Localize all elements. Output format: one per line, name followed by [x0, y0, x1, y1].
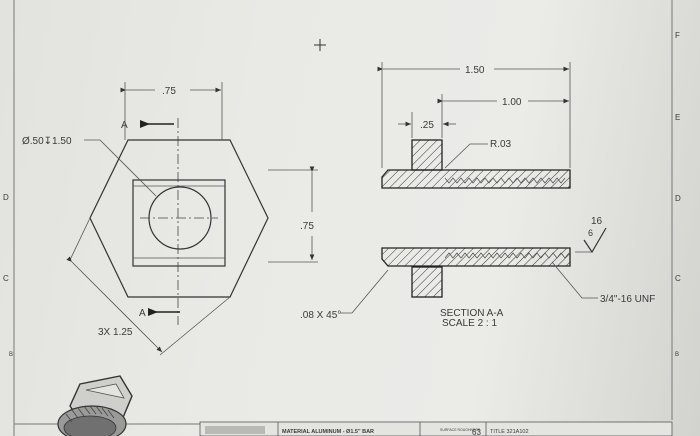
hexagon-outline: [89, 139, 269, 298]
zone-letter-right-b: B: [675, 352, 679, 358]
zone-letter-left-d: D: [3, 193, 9, 202]
height-dimension: .75: [300, 221, 314, 232]
length-total-dimension: 1.50: [465, 65, 485, 76]
title-block-material: MATERIAL ALUMINUM - Ø1.5" BAR: [282, 429, 374, 435]
radius-callout: R.03: [490, 139, 512, 150]
title-block-surface-label: SURFACE ROUGHNESS: [440, 428, 481, 432]
isometric-view: [57, 375, 133, 436]
section-view: 1.50 1.00 .25 R.03 16 6 3/4"-16 UNF SECT…: [377, 62, 655, 329]
surface-finish-symbol: 16 6: [575, 216, 607, 254]
thread-callout: 3/4"-16 UNF: [600, 294, 655, 305]
title-block: MATERIAL ALUMINUM - Ø1.5" BAR SURFACE RO…: [199, 421, 673, 436]
front-view: A A .75 Ø.50↧1.50 .75 3X 1.25 .08 X 45°: [22, 82, 389, 356]
flange-top: [411, 139, 443, 171]
thread-top: [444, 177, 566, 184]
length-thread-dimension: 1.00: [502, 97, 522, 108]
zone-letter-right-f: F: [675, 31, 680, 40]
section-scale: SCALE 2 : 1: [442, 318, 497, 329]
surface-finish-bottom: 6: [588, 228, 593, 238]
section-marker-top: A: [121, 120, 128, 131]
section-marker-bottom: A: [139, 308, 146, 319]
width-dimension: .75: [162, 86, 176, 97]
title-block-surface-value: 63: [472, 428, 481, 436]
hex-dimension: 3X 1.25: [98, 327, 133, 338]
square-outline: [132, 179, 226, 267]
zone-letter-right-d: D: [675, 194, 681, 203]
surface-finish-top: 16: [591, 216, 603, 227]
thread-bottom: [444, 252, 570, 259]
title-block-title: TITLE 321A102: [490, 429, 529, 435]
chamfer-callout: .08 X 45°: [300, 310, 341, 321]
section-title: SECTION A-A: [440, 308, 504, 319]
hole-callout: Ø.50↧1.50: [22, 136, 72, 147]
zone-letter-left-b: B: [9, 352, 13, 358]
length-flange-dimension: .25: [420, 120, 434, 131]
zone-letter-right-e: E: [675, 113, 680, 122]
cursor-crosshair-icon[interactable]: [314, 39, 326, 51]
flange-bottom: [411, 266, 443, 298]
company-logo: [205, 426, 265, 434]
zone-letter-right-c: C: [675, 274, 681, 283]
zone-letter-left-c: C: [3, 274, 9, 283]
